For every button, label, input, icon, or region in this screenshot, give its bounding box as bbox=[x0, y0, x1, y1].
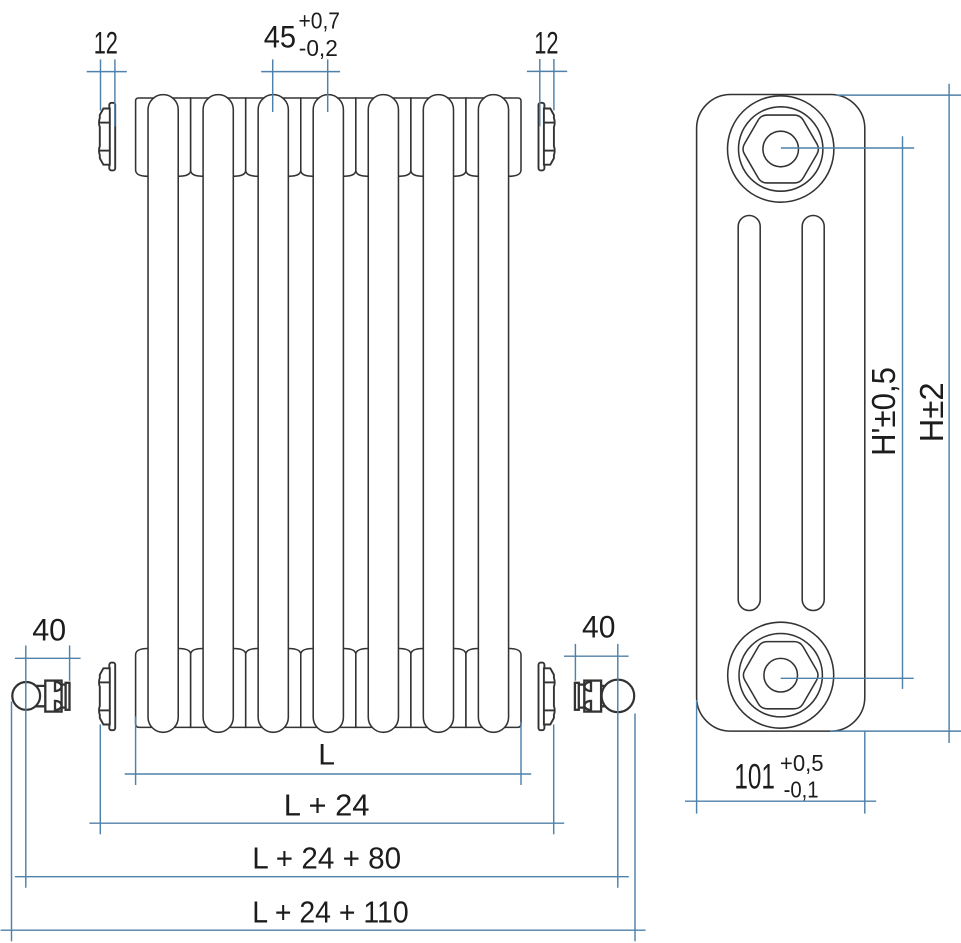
svg-text:L + 24 + 110: L + 24 + 110 bbox=[252, 896, 409, 930]
svg-text:45: 45 bbox=[264, 19, 296, 55]
svg-text:101: 101 bbox=[734, 758, 775, 797]
svg-text:12: 12 bbox=[94, 25, 118, 61]
svg-text:H'±0,5: H'±0,5 bbox=[865, 367, 902, 456]
svg-text:L: L bbox=[318, 739, 335, 772]
svg-text:+0,5: +0,5 bbox=[780, 750, 824, 776]
svg-text:+0,7: +0,7 bbox=[299, 7, 341, 33]
svg-text:H±2: H±2 bbox=[913, 382, 950, 442]
svg-text:L + 24: L + 24 bbox=[284, 789, 370, 823]
svg-text:12: 12 bbox=[534, 24, 558, 60]
svg-text:40: 40 bbox=[32, 612, 66, 648]
svg-text:-0,2: -0,2 bbox=[299, 35, 338, 61]
svg-text:-0,1: -0,1 bbox=[784, 776, 819, 802]
svg-text:40: 40 bbox=[582, 609, 615, 645]
svg-text:L + 24 + 80: L + 24 + 80 bbox=[252, 842, 401, 876]
